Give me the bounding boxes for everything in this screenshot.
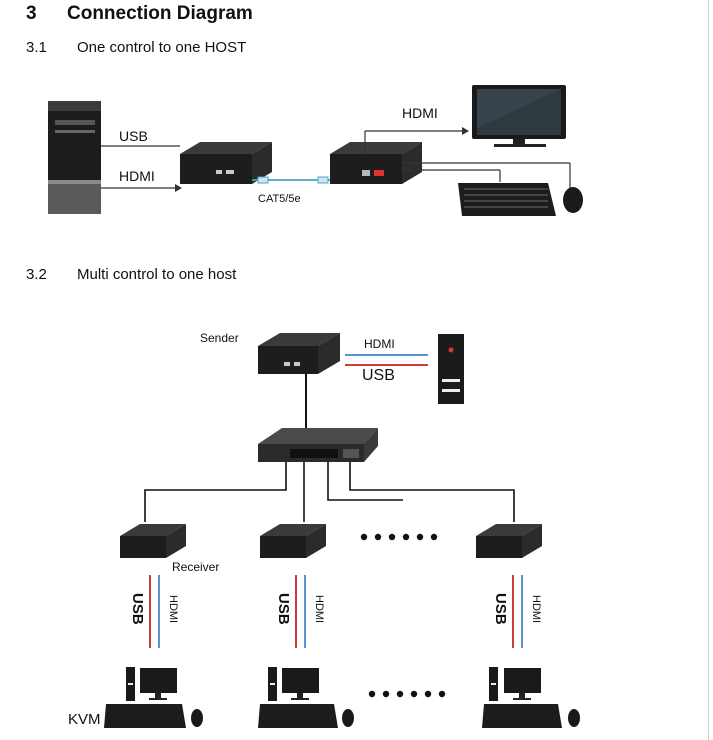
receiver-label: Receiver bbox=[172, 560, 220, 574]
usb-label: USB bbox=[119, 128, 148, 144]
sender-usb-label: USB bbox=[362, 367, 395, 384]
subsection-2-title: Multi control to one host bbox=[77, 266, 237, 283]
ellipsis-dots-top bbox=[360, 533, 438, 541]
kvm-station-3 bbox=[482, 667, 580, 728]
sender-label: Sender bbox=[200, 331, 239, 345]
cable-label: CAT5/5e bbox=[258, 193, 301, 205]
host-tower bbox=[438, 334, 464, 404]
kvm-station-2 bbox=[258, 667, 354, 728]
transmitter-box bbox=[180, 142, 272, 184]
network-switch bbox=[258, 428, 378, 462]
monitor bbox=[472, 85, 566, 147]
keyboard bbox=[458, 183, 556, 216]
receiver-3 bbox=[476, 524, 542, 558]
hdmi-out-label: HDMI bbox=[402, 105, 438, 121]
section-number: 3 bbox=[26, 3, 37, 24]
col1-hdmi-label: HDMI bbox=[167, 595, 179, 624]
col2-hdmi-label: HDMI bbox=[313, 595, 325, 624]
receiver-1 bbox=[120, 524, 186, 558]
page-border bbox=[708, 0, 709, 740]
subsection-2-number: 3.2 bbox=[26, 266, 47, 283]
col1-usb-label: USB bbox=[129, 593, 146, 625]
subsection-1-number: 3.1 bbox=[26, 39, 47, 56]
sender-hdmi-label: HDMI bbox=[364, 337, 395, 351]
hdmi-in-label: HDMI bbox=[119, 168, 155, 184]
mouse bbox=[563, 187, 583, 213]
kvm-label: KVM bbox=[68, 711, 101, 728]
kvm-station-1 bbox=[104, 667, 203, 728]
section-title: Connection Diagram bbox=[67, 3, 253, 24]
pc-tower bbox=[48, 101, 101, 214]
receiver-box bbox=[330, 142, 422, 184]
col3-usb-label: USB bbox=[492, 593, 509, 625]
receiver-2 bbox=[260, 524, 326, 558]
subsection-1-title: One control to one HOST bbox=[77, 39, 247, 56]
sender-box bbox=[258, 333, 340, 374]
col3-hdmi-label: HDMI bbox=[530, 595, 542, 624]
ellipsis-dots-bottom bbox=[368, 690, 446, 698]
col2-usb-label: USB bbox=[275, 593, 292, 625]
